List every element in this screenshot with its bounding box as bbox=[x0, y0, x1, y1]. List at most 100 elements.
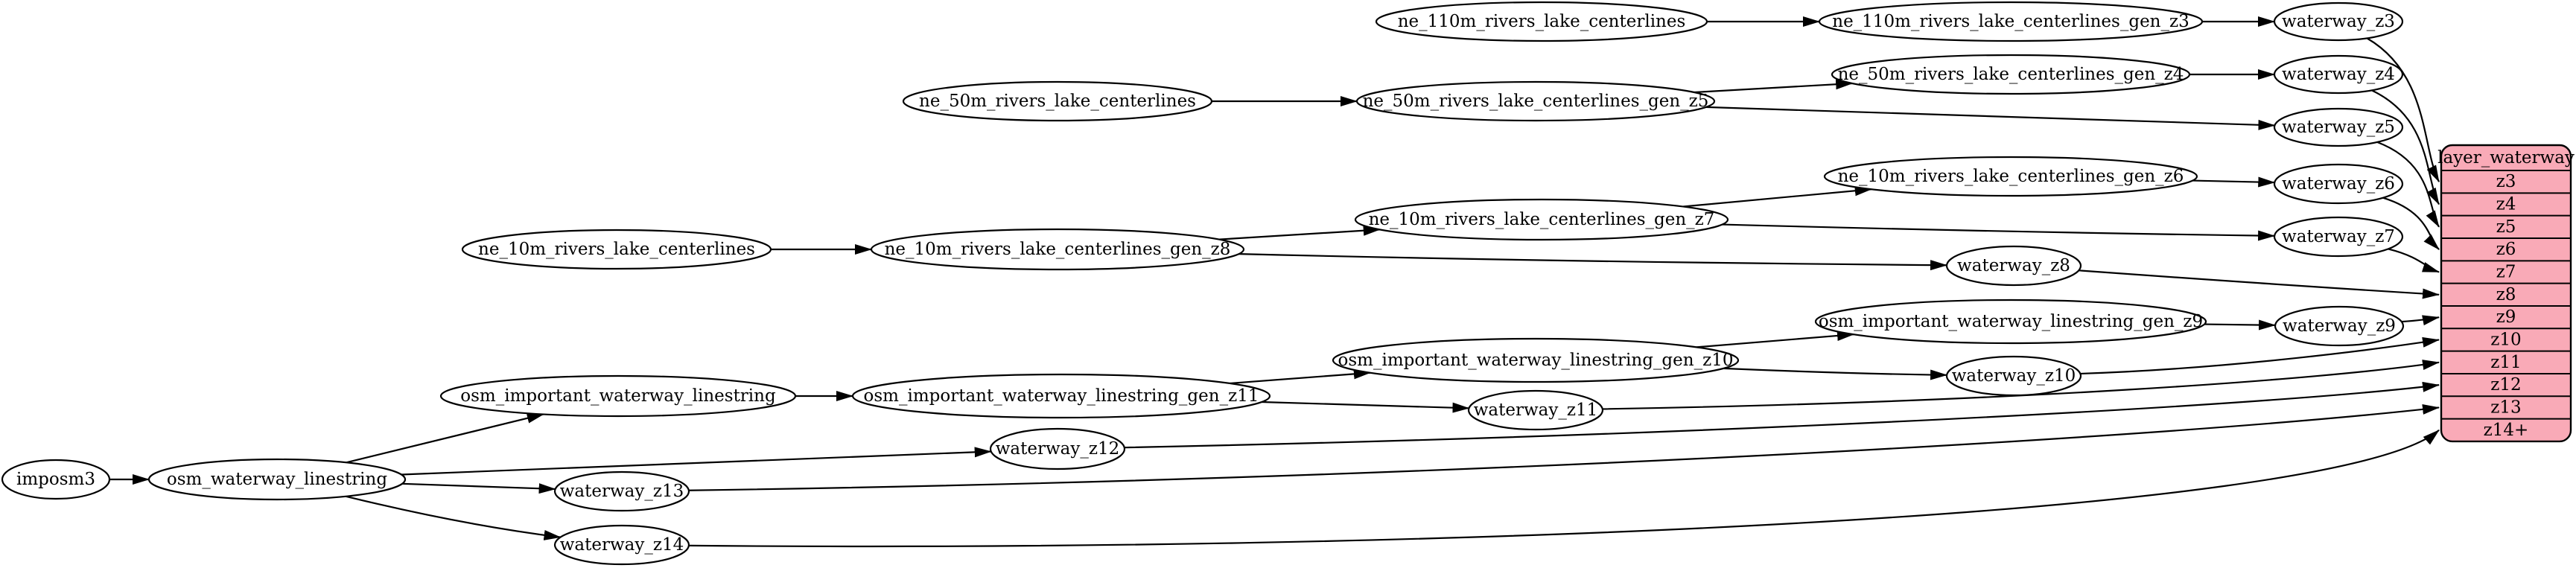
node-ne_10m_rivers_lake_centerlines: ne_10m_rivers_lake_centerlines bbox=[461, 229, 772, 270]
node-label: ne_10m_rivers_lake_centerlines_gen_z7 bbox=[1369, 210, 1715, 229]
node-label: ne_50m_rivers_lake_centerlines_gen_z5 bbox=[1363, 92, 1709, 111]
node-ne_50m_rivers_lake_centerlines_gen_z4: ne_50m_rivers_lake_centerlines_gen_z4 bbox=[1831, 54, 2191, 95]
node-ellipse bbox=[439, 374, 797, 418]
edge-waterway_z4-to-row-1 bbox=[2371, 89, 2440, 205]
record-row-z14: z14+ bbox=[2484, 421, 2529, 440]
node-osm_important_waterway_linestring: osm_important_waterway_linestring bbox=[439, 374, 797, 418]
node-ellipse bbox=[147, 458, 407, 501]
record-row-z4: z4 bbox=[2496, 194, 2516, 214]
node-label: waterway_z3 bbox=[2282, 12, 2395, 31]
edges-layer bbox=[109, 16, 2440, 548]
node-label: ne_10m_rivers_lake_centerlines_gen_z6 bbox=[1838, 167, 2184, 186]
node-ellipse bbox=[1831, 54, 2191, 95]
node-waterway_z13: waterway_z13 bbox=[553, 470, 690, 512]
node-waterway_z14: waterway_z14 bbox=[553, 524, 690, 566]
node-label: waterway_z4 bbox=[2282, 65, 2395, 84]
node-waterway_z5: waterway_z5 bbox=[2273, 107, 2404, 147]
edge-waterway_z11-to-row-8 bbox=[1602, 360, 2440, 410]
node-label: waterway_z8 bbox=[1957, 256, 2070, 275]
nodes-layer: imposm3 osm_waterway_linestring osm_import… bbox=[1, 1, 2405, 566]
node-ellipse bbox=[1818, 1, 2204, 42]
edge-ne_10m_rivers_lake_centerlines_gen_z8-to-ne_10m_rivers_lake_centerlines_gen_z7 bbox=[1219, 225, 1381, 240]
node-ellipse bbox=[2273, 107, 2404, 147]
node-ellipse bbox=[1814, 299, 2207, 345]
node-ellipse bbox=[2273, 163, 2404, 205]
node-ellipse bbox=[1354, 198, 1729, 241]
node-waterway_z11: waterway_z11 bbox=[1467, 389, 1604, 431]
node-ellipse bbox=[1823, 156, 2198, 197]
node-ellipse bbox=[2273, 54, 2404, 95]
node-imposm3: imposm3 bbox=[1, 459, 111, 500]
edge-ne_10m_rivers_lake_centerlines_gen_z7-to-waterway_z7 bbox=[1722, 223, 2276, 241]
edge-osm_important_waterway_linestring_gen_z11-to-osm_important_waterway_linestring_gen_z10 bbox=[1230, 368, 1371, 385]
edge-ne_10m_rivers_lake_centerlines_gen_z7-to-ne_10m_rivers_lake_centerlines_gen_z6 bbox=[1683, 185, 1872, 208]
edge-waterway_z6-to-row-3 bbox=[2382, 197, 2440, 250]
record-row-z11: z11 bbox=[2490, 353, 2521, 372]
record-row-z5: z5 bbox=[2496, 217, 2516, 237]
node-ellipse bbox=[1, 459, 111, 500]
node-ellipse bbox=[1332, 337, 1740, 383]
node-label: ne_10m_rivers_lake_centerlines bbox=[478, 240, 755, 259]
node-label: waterway_z9 bbox=[2283, 316, 2396, 336]
edge-osm_important_waterway_linestring_gen_z11-to-waterway_z11 bbox=[1262, 401, 1470, 413]
edge-waterway_z13-to-row-10 bbox=[688, 403, 2440, 491]
node-ellipse bbox=[553, 470, 690, 512]
node-ellipse bbox=[870, 228, 1245, 271]
edge-waterway_z8-to-row-5 bbox=[2079, 269, 2440, 299]
edge-ne_10m_rivers_lake_centerlines_gen_z8-to-waterway_z8 bbox=[1238, 252, 1948, 271]
node-ellipse bbox=[2273, 1, 2404, 42]
node-waterway_z3: waterway_z3 bbox=[2273, 1, 2404, 42]
node-ellipse bbox=[2273, 216, 2404, 258]
node-osm_important_waterway_linestring_gen_z11: osm_important_waterway_linestring_gen_z1… bbox=[851, 373, 1271, 419]
node-osm_waterway_linestring: osm_waterway_linestring bbox=[147, 458, 407, 501]
edge-waterway_z3-to-row-0 bbox=[2366, 37, 2440, 183]
node-label: waterway_z6 bbox=[2282, 174, 2395, 194]
node-osm_important_waterway_linestring_gen_z10: osm_important_waterway_linestring_gen_z1… bbox=[1332, 337, 1740, 383]
node-osm_important_waterway_linestring_gen_z9: osm_important_waterway_linestring_gen_z9 bbox=[1814, 299, 2207, 345]
node-ne_10m_rivers_lake_centerlines_gen_z7: ne_10m_rivers_lake_centerlines_gen_z7 bbox=[1354, 198, 1729, 241]
node-label: ne_110m_rivers_lake_centerlines_gen_z3 bbox=[1832, 12, 2189, 31]
edge-ne_50m_rivers_lake_centerlines_gen_z5-to-waterway_z5 bbox=[1705, 106, 2276, 130]
node-ellipse bbox=[1375, 1, 1708, 42]
node-ne_110m_rivers_lake_centerlines: ne_110m_rivers_lake_centerlines bbox=[1375, 1, 1708, 42]
edge-osm_waterway_linestring-to-waterway_z13 bbox=[401, 482, 556, 494]
node-label: waterway_z10 bbox=[1952, 366, 2076, 386]
record-background bbox=[2440, 144, 2572, 443]
node-ellipse bbox=[1467, 389, 1604, 431]
edge-osm_waterway_linestring-to-osm_important_waterway_linestring bbox=[346, 412, 544, 464]
node-label: waterway_z11 bbox=[1474, 401, 1598, 420]
node-ellipse bbox=[553, 524, 690, 566]
node-waterway_z8: waterway_z8 bbox=[1945, 245, 2082, 287]
record-row-z10: z10 bbox=[2490, 330, 2521, 349]
record-row-z6: z6 bbox=[2496, 240, 2516, 259]
node-waterway_z10: waterway_z10 bbox=[1945, 355, 2082, 397]
node-label: waterway_z14 bbox=[560, 535, 684, 555]
node-ellipse bbox=[902, 80, 1213, 122]
node-ellipse bbox=[2274, 305, 2405, 347]
node-label: ne_50m_rivers_lake_centerlines_gen_z4 bbox=[1838, 65, 2184, 84]
edge-ne_10m_rivers_lake_centerlines_gen_z6-to-waterway_z6 bbox=[2192, 176, 2276, 188]
edge-waterway_z12-to-row-9 bbox=[1124, 381, 2440, 449]
node-ellipse bbox=[1945, 355, 2082, 397]
node-ellipse bbox=[989, 427, 1126, 470]
node-ne_10m_rivers_lake_centerlines_gen_z6: ne_10m_rivers_lake_centerlines_gen_z6 bbox=[1823, 156, 2198, 197]
edge-osm_waterway_linestring-to-waterway_z14 bbox=[346, 495, 562, 540]
node-label: osm_important_waterway_linestring_gen_z9 bbox=[1819, 312, 2203, 331]
node-label: waterway_z7 bbox=[2282, 227, 2395, 246]
edge-waterway_z9-to-row-6 bbox=[2401, 315, 2440, 326]
node-ellipse bbox=[461, 229, 772, 270]
record-row-z12: z12 bbox=[2490, 375, 2521, 395]
node-label: waterway_z12 bbox=[996, 439, 1120, 459]
edge-ne_50m_rivers_lake_centerlines_gen_z5-to-ne_50m_rivers_lake_centerlines_gen_z4 bbox=[1694, 79, 1854, 94]
edge-waterway_z14-to-row-11 bbox=[688, 429, 2440, 548]
node-label: waterway_z13 bbox=[560, 482, 684, 501]
node-ellipse bbox=[851, 373, 1271, 419]
edge-osm_important_waterway_linestring_gen_z10-to-waterway_z10 bbox=[1723, 367, 1948, 380]
node-waterway_z6: waterway_z6 bbox=[2273, 163, 2404, 205]
node-label: osm_important_waterway_linestring_gen_z1… bbox=[864, 386, 1259, 406]
edge-osm_important_waterway_linestring_gen_z10-to-osm_important_waterway_linestring_gen_z9 bbox=[1696, 331, 1855, 348]
node-label: imposm3 bbox=[16, 470, 95, 489]
node-label: ne_110m_rivers_lake_centerlines bbox=[1398, 12, 1686, 31]
